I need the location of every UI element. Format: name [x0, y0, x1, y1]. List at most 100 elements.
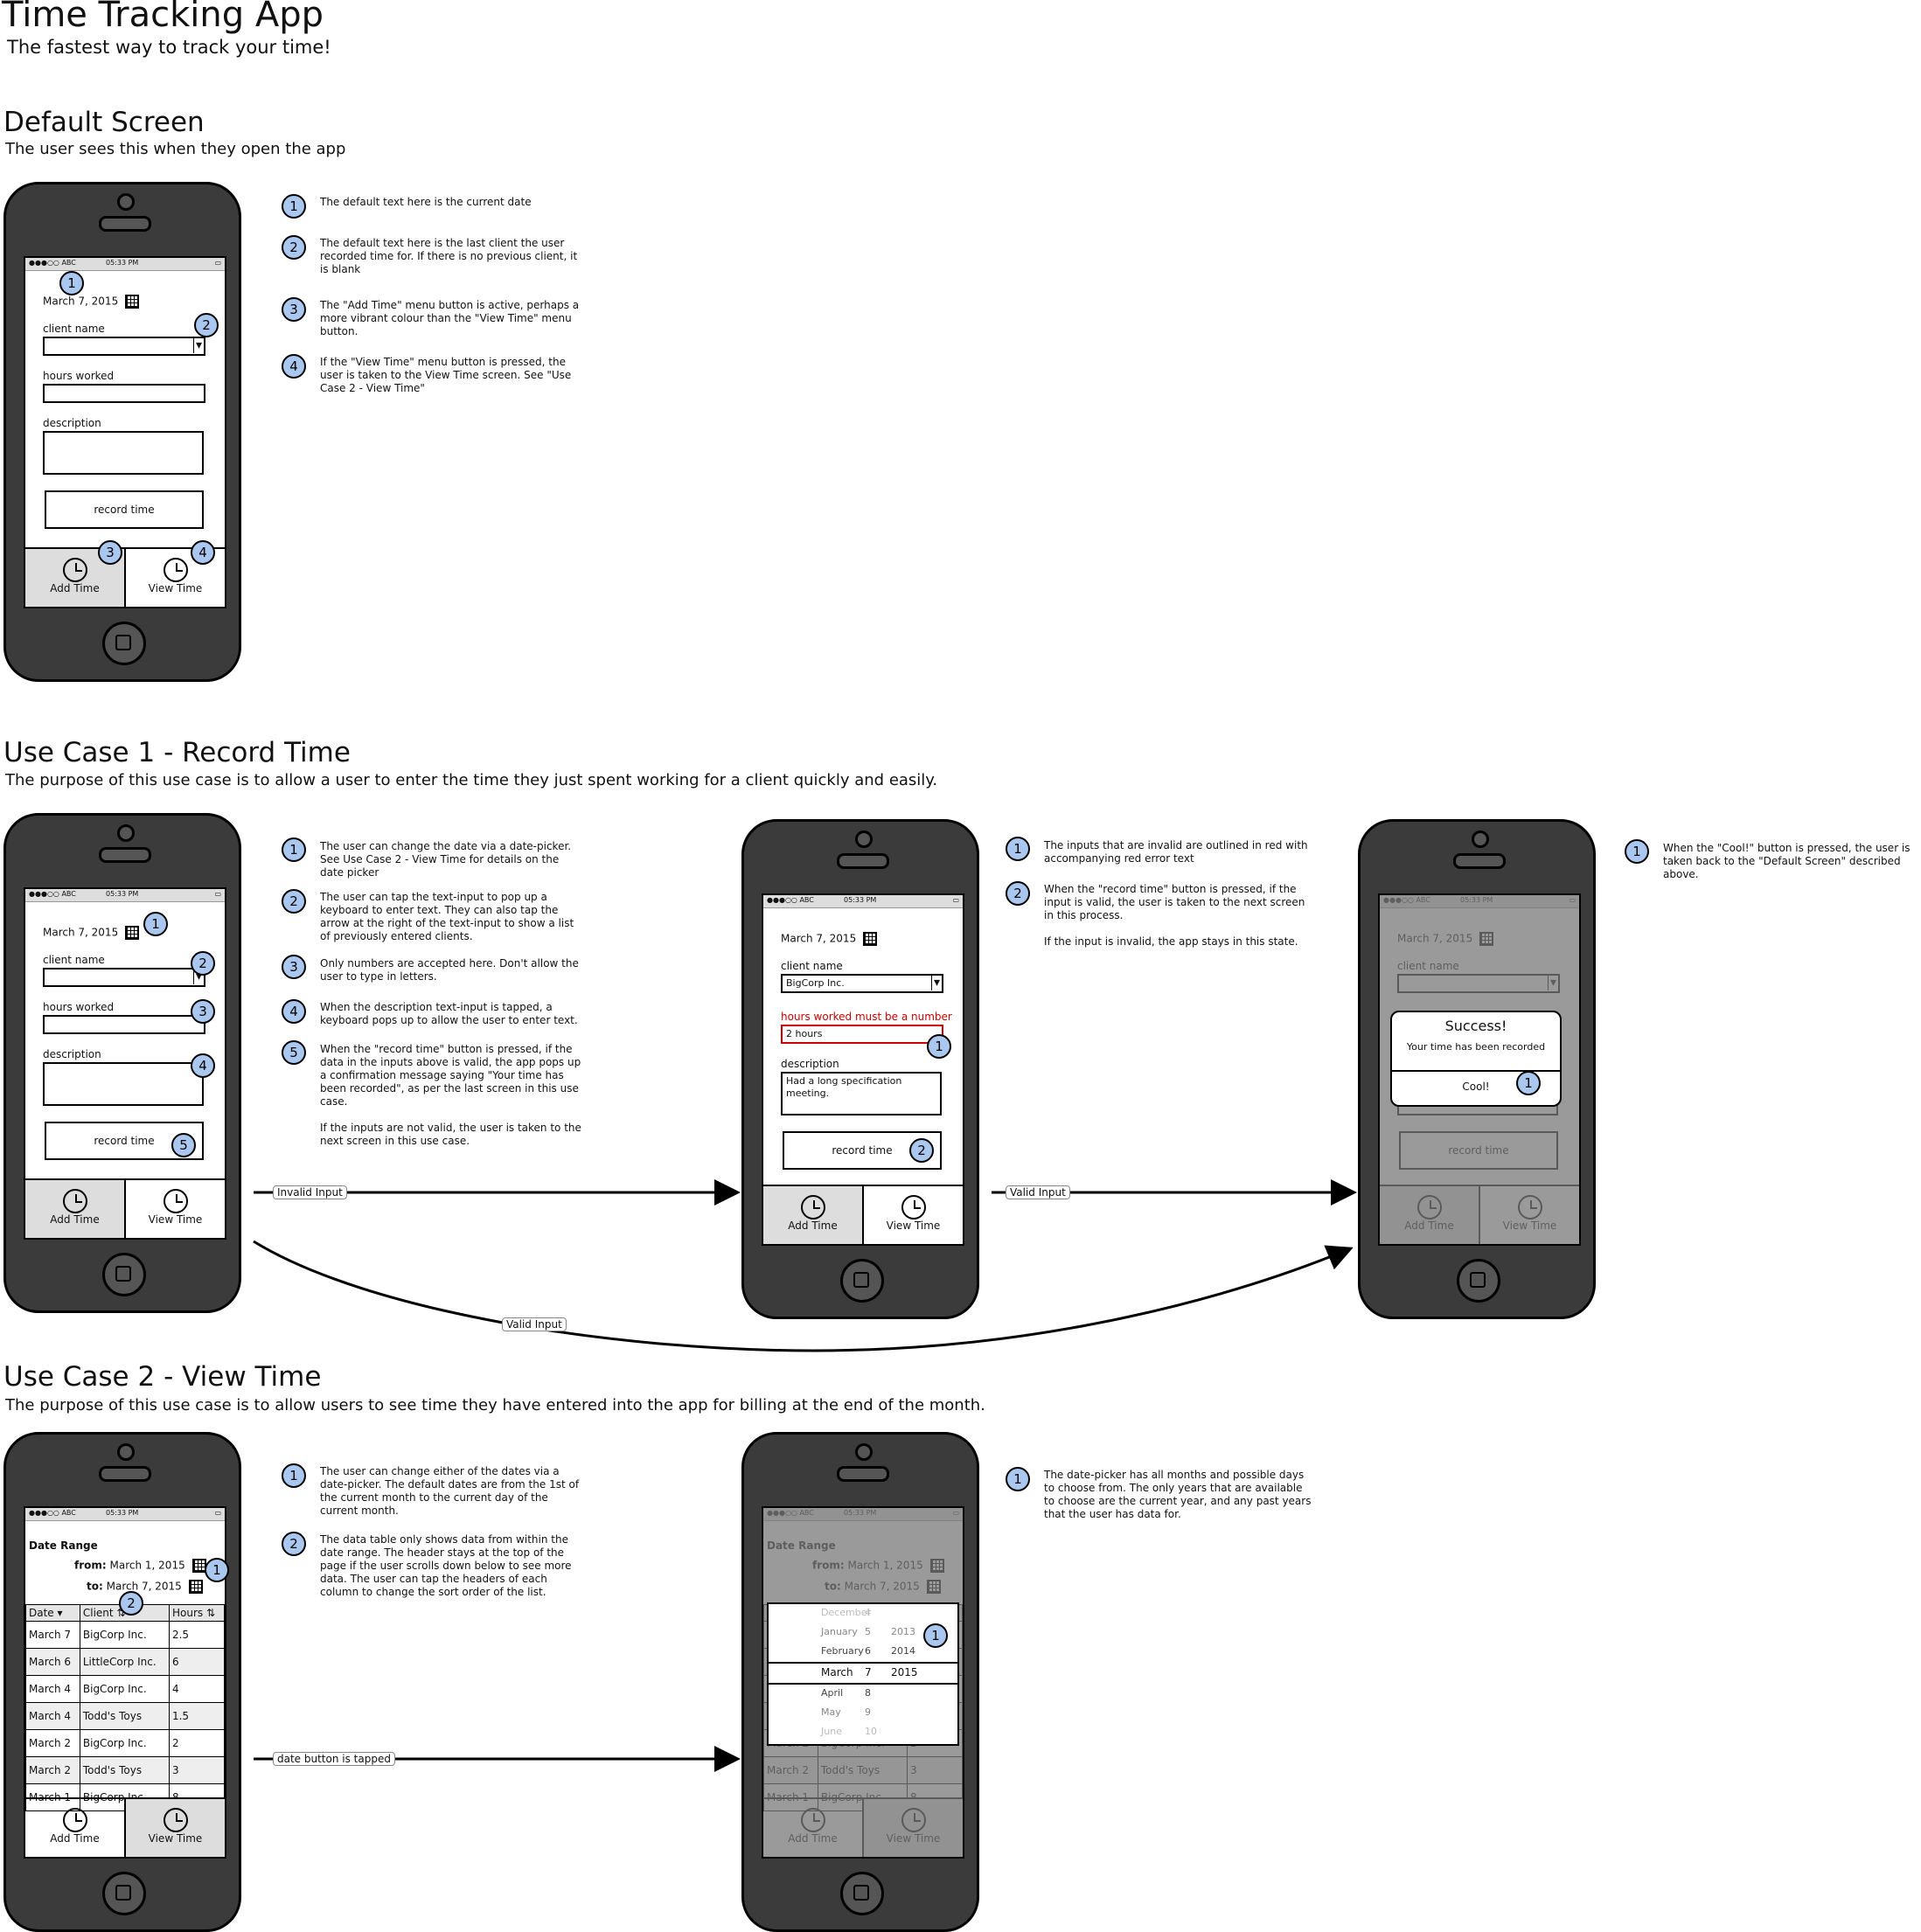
tab-add-label: Add Time — [50, 582, 100, 594]
section-title-default: Default Screen — [3, 107, 205, 138]
note-badge-2: 2 — [1006, 881, 1030, 906]
clock-icon — [62, 1189, 87, 1213]
from-date[interactable]: from: March 1, 2015 — [74, 1559, 206, 1573]
status-time: 05:33 PM — [844, 896, 877, 904]
hours-input[interactable] — [43, 1015, 205, 1034]
hours-input[interactable] — [43, 384, 205, 403]
note-text: The "Add Time" menu button is active, pe… — [320, 299, 580, 337]
hours-input[interactable]: 2 hours — [781, 1025, 943, 1044]
home-button — [840, 1259, 884, 1303]
speaker-icon — [99, 847, 151, 863]
note-text: The data table only shows data from with… — [320, 1533, 572, 1598]
calendar-icon[interactable] — [188, 1580, 203, 1594]
picker-cell: February — [821, 1645, 864, 1657]
client-input[interactable] — [43, 968, 205, 987]
table-cell: 2 — [168, 1729, 225, 1757]
calendar-icon[interactable] — [863, 932, 878, 946]
phone-uc1-success: ●●●○○ ABC 05:33 PM ▭ March 7, 2015 clien… — [1358, 819, 1596, 1319]
note-badge-1: 1 — [1006, 837, 1030, 861]
note-badge-1: 1 — [282, 194, 306, 219]
clock-icon — [901, 1195, 926, 1220]
picker-cell: 2013 — [891, 1626, 915, 1637]
clock-icon — [62, 558, 87, 582]
success-title: Success! — [1444, 1018, 1507, 1034]
battery-icon: ▭ — [214, 890, 221, 898]
picker-cell: March — [821, 1666, 853, 1678]
date-range-label: Date Range — [29, 1539, 98, 1552]
clock-icon — [163, 558, 188, 582]
client-input[interactable] — [43, 337, 205, 356]
phone-uc1-invalid: ●●●○○ ABC 05:33 PM ▭ March 7, 2015 clien… — [741, 819, 979, 1319]
picker-cell: 2015 — [891, 1666, 918, 1678]
tab-add-time[interactable]: Add Time — [25, 1799, 126, 1857]
date-display[interactable]: March 7, 2015 — [781, 932, 878, 946]
badge-2: 2 — [119, 1591, 143, 1616]
description-input[interactable]: Had a long specification meeting. — [781, 1072, 942, 1115]
badge-1: 1 — [927, 1034, 951, 1059]
tab-add-time[interactable]: Add Time — [763, 1186, 864, 1244]
client-input[interactable]: BigCorp Inc. — [781, 974, 943, 993]
table-cell: March 6 — [25, 1648, 80, 1676]
badge-4: 4 — [191, 540, 215, 565]
client-label: client name — [43, 954, 105, 966]
carrier-label: ●●●○○ ABC — [767, 896, 814, 904]
camera-icon — [117, 1443, 135, 1461]
column-header-date[interactable]: Date ▾ — [25, 1604, 80, 1622]
carrier-label: ●●●○○ ABC — [29, 1509, 76, 1517]
table-cell: Todd's Toys — [79, 1756, 170, 1784]
cool-button[interactable]: Cool! — [1392, 1070, 1560, 1105]
calendar-icon[interactable] — [125, 295, 140, 309]
picker-row[interactable]: March 7 2015 — [769, 1662, 957, 1685]
note-badge-2: 2 — [282, 889, 306, 914]
note-badge-2: 2 — [282, 1532, 306, 1556]
to-date[interactable]: to: March 7, 2015 — [87, 1580, 203, 1594]
tab-bar: Add Time View Time — [763, 1185, 963, 1244]
picker-cell: 2014 — [891, 1645, 915, 1657]
page-subtitle: The fastest way to track your time! — [7, 37, 331, 58]
camera-icon — [855, 830, 873, 848]
arrow-label-valid: Valid Input — [1006, 1185, 1070, 1199]
picker-cell: 7 — [865, 1666, 872, 1678]
note-text: When the "record time" button is pressed… — [1044, 883, 1305, 948]
tab-view-time[interactable]: View Time — [126, 549, 225, 607]
table-cell: March 7 — [25, 1621, 80, 1649]
picker-cell: 8 — [865, 1687, 871, 1699]
table-cell: BigCorp Inc. — [79, 1729, 170, 1757]
section-title-uc2: Use Case 2 - View Time — [3, 1361, 322, 1393]
success-message: Your time has been recorded — [1406, 1041, 1546, 1053]
tab-view-time[interactable]: View Time — [126, 1180, 225, 1238]
to-value: March 7, 2015 — [106, 1580, 182, 1593]
date-display[interactable]: March 7, 2015 — [43, 926, 140, 940]
tab-add-time[interactable]: Add Time — [25, 1180, 126, 1238]
note-badge-1: 1 — [282, 1463, 306, 1488]
clock-icon — [163, 1808, 188, 1832]
column-header-hours[interactable]: Hours ⇅ — [168, 1604, 225, 1622]
tab-bar: Add Time View Time — [25, 1797, 225, 1857]
tab-view-label: View Time — [148, 582, 203, 594]
home-button — [102, 1872, 146, 1915]
phone-uc2-picker: ●●●○○ ABC 05:33 PM ▭ Date Range from: Ma… — [741, 1432, 979, 1932]
calendar-icon[interactable] — [125, 926, 140, 940]
from-label: from: — [74, 1559, 107, 1572]
description-input[interactable] — [43, 431, 204, 475]
picker-cell: 5 — [865, 1626, 871, 1637]
phone-uc2-view: ●●●○○ ABC 05:33 PM ▭ Date Range from: Ma… — [3, 1432, 241, 1932]
note-text: The default text here is the current dat… — [320, 196, 532, 208]
record-time-button[interactable]: record time — [45, 490, 204, 529]
from-value: March 1, 2015 — [109, 1559, 185, 1572]
date-display[interactable]: March 7, 2015 — [43, 295, 140, 309]
tab-view-time[interactable]: View Time — [864, 1186, 963, 1244]
description-input[interactable] — [43, 1062, 204, 1106]
phone-default: ●●●○○ ABC 05:33 PM ▭ March 7, 2015 clien… — [3, 182, 241, 682]
badge-1: 1 — [205, 1558, 229, 1582]
section-subtitle-default: The user sees this when they open the ap… — [5, 140, 346, 158]
tab-view-time[interactable]: View Time — [126, 1799, 225, 1857]
badge-2: 2 — [191, 951, 215, 976]
